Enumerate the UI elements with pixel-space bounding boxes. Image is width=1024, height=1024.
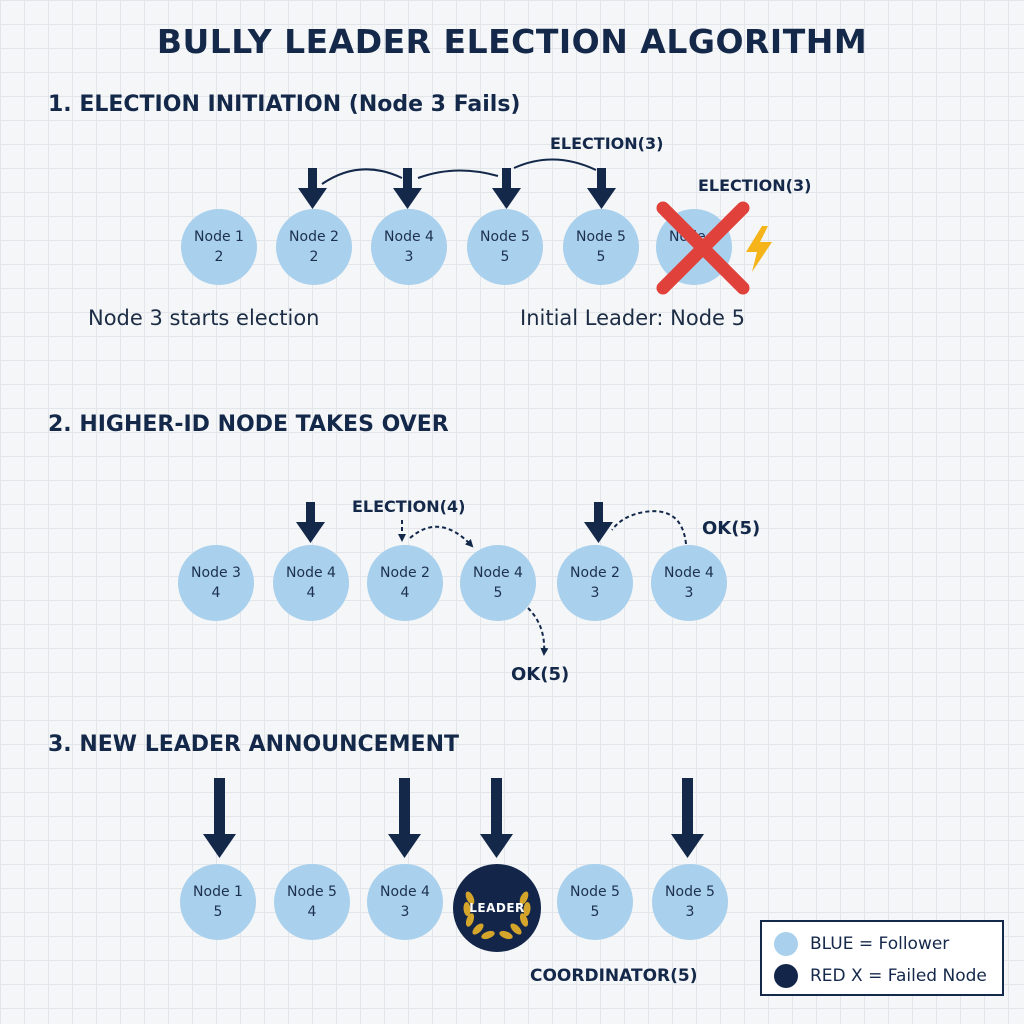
down-arrow-icon	[492, 168, 521, 209]
node-circle: Node 1 2	[181, 209, 257, 285]
node-id: 2	[214, 249, 224, 265]
leader-label: LEADER	[469, 901, 525, 915]
ok-dashed-arc	[527, 607, 549, 656]
down-arrow-icon	[298, 168, 327, 209]
node-circle: Node 3 4	[178, 545, 254, 621]
node-name: Node 4	[473, 565, 523, 581]
node-id: 3	[590, 585, 600, 601]
down-arrow-icon	[203, 778, 236, 858]
node-name: Node 3	[191, 565, 241, 581]
diagram-title: BULLY LEADER ELECTION ALGORITHM	[156, 22, 868, 61]
node-name: Node 5	[576, 229, 626, 245]
node-circle: Node 4 5	[460, 545, 536, 621]
node-id: 3	[404, 249, 414, 265]
down-arrow-icon	[296, 502, 325, 543]
legend-item-failed: RED X = Failed Node	[774, 964, 987, 988]
node-id: 4	[211, 585, 221, 601]
failed-swatch	[774, 964, 798, 988]
ok-message-label: OK(5)	[702, 518, 761, 539]
node-circle: Node 1 5	[180, 864, 256, 940]
node-name: Node 4	[664, 565, 714, 581]
down-arrow-icon	[393, 168, 422, 209]
node-circle: Node 4 3	[651, 545, 727, 621]
node-circle: Node 5 5	[557, 864, 633, 940]
node-circle: Node 2 4	[367, 545, 443, 621]
section-2-heading: 2. HIGHER-ID NODE TAKES OVER	[48, 412, 449, 437]
node-circle: Node 4 4	[273, 545, 349, 621]
down-arrow-icon	[587, 168, 616, 209]
section-1-caption: Node 3 starts election	[88, 306, 320, 330]
ok-message-label: OK(5)	[511, 664, 570, 685]
node-circle: Node 2 2	[276, 209, 352, 285]
node-name: Node 1	[194, 229, 244, 245]
legend-label: BLUE = Follower	[810, 934, 950, 954]
node-name: Node 2	[570, 565, 620, 581]
node-circle: Node 5 5	[467, 209, 543, 285]
node-id: 5	[590, 904, 600, 920]
node-id: 5	[493, 585, 503, 601]
node-circle: Node 2 3	[557, 545, 633, 621]
section-1-caption: Initial Leader: Node 5	[520, 306, 746, 330]
election-message-label: ELECTION(3)	[698, 176, 812, 195]
node-name: Node 2	[380, 565, 430, 581]
node-name: Node 5	[480, 229, 530, 245]
node-name: Node 5	[570, 884, 620, 900]
down-arrow-icon	[584, 502, 613, 543]
election-message-label: ELECTION(4)	[352, 497, 466, 516]
legend-label: RED X = Failed Node	[810, 966, 987, 986]
election-message-label: ELECTION(3)	[550, 134, 664, 153]
node-id: 3	[400, 904, 410, 920]
legend-item-follower: BLUE = Follower	[774, 932, 949, 956]
node-name: Node 5	[287, 884, 337, 900]
node-id: 5	[213, 904, 223, 920]
section-1-heading: 1. ELECTION INITIATION (Node 3 Fails)	[48, 92, 521, 117]
legend: BLUE = Follower RED X = Failed Node	[760, 920, 1004, 996]
node-id: 4	[400, 585, 410, 601]
section-3-heading: 3. NEW LEADER ANNOUNCEMENT	[48, 732, 459, 757]
node-circle: Node 5 4	[274, 864, 350, 940]
down-arrow-icon	[480, 778, 513, 858]
leader-node-circle: LEADER	[453, 864, 541, 952]
node-circle: Node 4 3	[367, 864, 443, 940]
node-id: 3	[684, 585, 694, 601]
lightning-bolt-icon	[746, 226, 772, 272]
coordinator-message-label: COORDINATOR(5)	[530, 966, 698, 986]
node-name: Node 4	[384, 229, 434, 245]
node-name: Node 4	[286, 565, 336, 581]
node-circle: Node 5 3	[652, 864, 728, 940]
down-arrow-icon	[388, 778, 421, 858]
node-name: Node 1	[193, 884, 243, 900]
election-arc	[321, 168, 403, 185]
node-id: 2	[309, 249, 319, 265]
node-name: Node 4	[380, 884, 430, 900]
node-name: Node 5	[665, 884, 715, 900]
node-id: 5	[500, 249, 510, 265]
node-circle: Node 5 5	[563, 209, 639, 285]
election-arc	[417, 169, 499, 179]
election-dashed-arc	[409, 525, 474, 548]
election-arc	[513, 158, 597, 171]
ok-dashed-arc	[611, 510, 687, 545]
node-id: 3	[685, 904, 695, 920]
node-id: 5	[596, 249, 606, 265]
failed-x-icon	[656, 201, 750, 295]
follower-swatch	[774, 932, 798, 956]
node-name: Node 2	[289, 229, 339, 245]
node-circle: Node 4 3	[371, 209, 447, 285]
node-id: 4	[307, 904, 317, 920]
down-arrow-icon	[671, 778, 704, 858]
laurel-wreath-icon	[463, 891, 531, 940]
node-id: 4	[306, 585, 316, 601]
